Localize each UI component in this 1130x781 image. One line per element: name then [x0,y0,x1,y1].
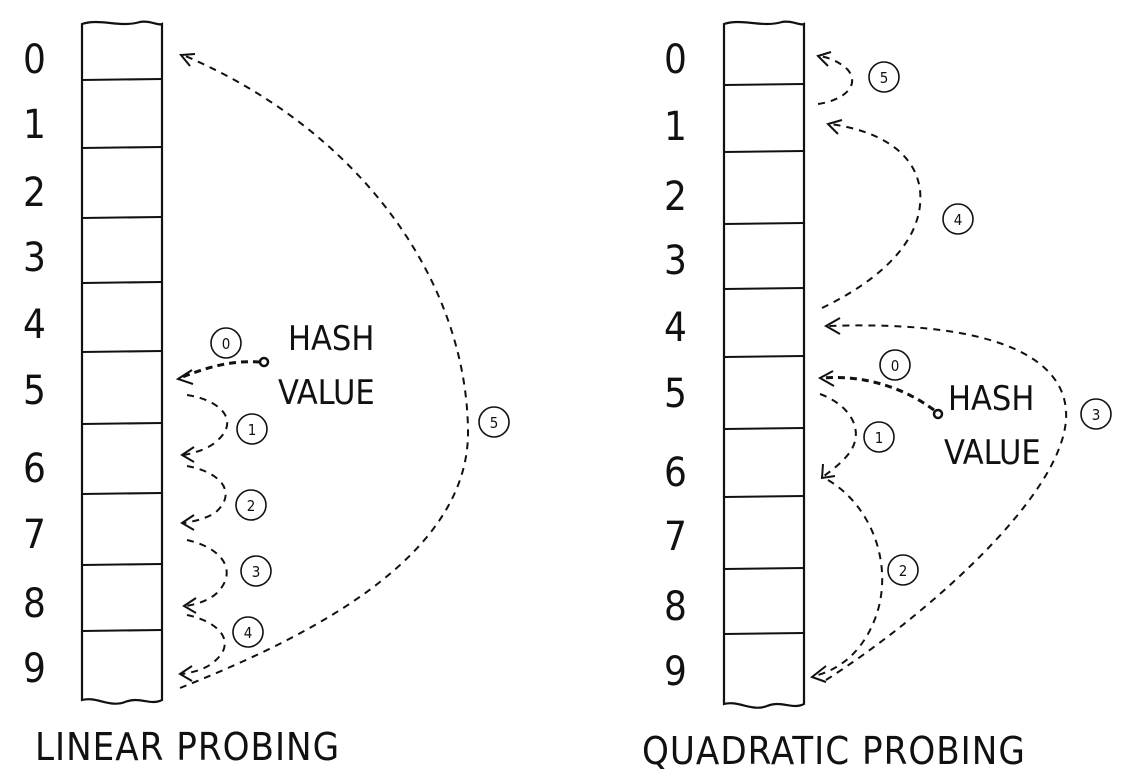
svg-text:2: 2 [899,562,908,580]
quadratic-index-0: 0 [664,37,687,83]
quadratic-cell-divider [723,495,805,498]
linear-step-5-arrow [179,53,470,689]
quadratic-step-2-arrow [809,479,884,683]
linear-index-0: 0 [23,37,46,83]
quadratic-index-8: 8 [664,584,687,630]
linear-cell-divider [81,146,163,149]
quadratic-cell-divider [723,632,805,635]
linear-probing-panel: 0 1 2 3 4 5 6 7 8 9 HASH VALUE [23,20,510,769]
quadratic-step-badge-2: 2 [887,554,919,586]
quadratic-index-4: 4 [664,305,687,351]
quadratic-array-outline [722,20,806,709]
linear-index-9: 9 [23,646,46,692]
linear-cell-divider [81,422,163,425]
quadratic-cell-divider [723,287,805,290]
linear-hash-label-line2: VALUE [278,373,375,413]
quadratic-cell-divider [723,355,805,358]
quadratic-index-3: 3 [664,238,687,284]
linear-step-4-arrow [178,614,226,682]
linear-cell-divider [81,492,163,495]
svg-text:0: 0 [222,335,231,353]
quadratic-step-badge-4: 4 [942,203,974,235]
linear-index-6: 6 [23,446,46,492]
quadratic-step-badge-0: 0 [879,349,911,381]
quadratic-step-badge-5: 5 [868,61,900,93]
quadratic-cell-divider [723,222,805,225]
quadratic-index-6: 6 [664,450,687,496]
quadratic-probing-title: QUADRATIC PROBING [642,729,1026,773]
quadratic-array [722,20,806,709]
quadratic-step-0-arrow [817,370,944,420]
linear-step-3-arrow [182,539,228,614]
linear-step-1-arrow [180,394,229,463]
linear-index-labels: 0 1 2 3 4 5 6 7 8 9 [23,37,46,692]
svg-text:4: 4 [954,211,963,229]
svg-text:0: 0 [891,357,900,375]
linear-index-3: 3 [23,235,46,281]
svg-text:3: 3 [252,563,261,581]
linear-step-badge-1: 1 [236,413,268,445]
quadratic-step-badge-1: 1 [863,421,895,453]
linear-index-4: 4 [23,302,46,348]
linear-cell-divider [81,563,163,566]
quadratic-cell-divider [723,567,805,570]
linear-step-2-arrow [180,465,227,531]
linear-hash-label-line1: HASH [288,319,374,359]
quadratic-index-5: 5 [664,371,687,417]
quadratic-step-5-arrow [816,51,854,105]
quadratic-cell-divider [723,83,805,86]
quadratic-step-3-arrow [823,317,1068,681]
linear-step-0-arrow [175,356,270,385]
quadratic-cell-divider [723,150,805,153]
linear-array [80,20,164,705]
svg-text:5: 5 [880,69,889,87]
linear-index-8: 8 [23,581,46,627]
linear-step-badge-3: 3 [240,555,272,587]
linear-step-badge-4: 4 [232,616,264,648]
quadratic-step-badge-3: 3 [1080,398,1112,430]
quadratic-index-7: 7 [664,514,687,560]
quadratic-index-9: 9 [664,649,687,695]
quadratic-index-2: 2 [664,174,687,220]
quadratic-hash-label-line1: HASH [948,379,1034,419]
quadratic-index-1: 1 [664,104,687,150]
svg-text:2: 2 [247,497,256,515]
quadratic-hash-label-line2: VALUE [944,433,1041,473]
linear-cell-divider [81,78,163,81]
linear-step-badge-2: 2 [235,489,267,521]
quadratic-step-1-arrow [819,393,857,480]
linear-cell-divider [81,350,163,353]
linear-step-badge-5: 5 [478,406,510,438]
linear-index-5: 5 [23,368,46,414]
linear-cell-divider [81,216,163,219]
quadratic-probing-panel: 0 1 2 3 4 5 6 7 8 9 HASH VALUE [642,20,1112,773]
svg-text:4: 4 [244,624,253,642]
svg-text:5: 5 [490,414,499,432]
svg-text:1: 1 [248,421,257,439]
linear-index-1: 1 [23,102,46,148]
quadratic-step-4-arrow [821,119,922,309]
quadratic-index-labels: 0 1 2 3 4 5 6 7 8 9 [664,37,687,695]
linear-probing-title: LINEAR PROBING [35,725,340,769]
linear-cell-divider [81,281,163,284]
linear-array-outline [80,20,164,705]
svg-text:3: 3 [1092,406,1101,424]
linear-index-7: 7 [23,512,46,558]
linear-index-2: 2 [23,170,46,216]
linear-cell-divider [81,629,163,632]
quadratic-cell-divider [723,427,805,430]
linear-step-badge-0: 0 [210,327,242,359]
svg-text:1: 1 [875,429,884,447]
